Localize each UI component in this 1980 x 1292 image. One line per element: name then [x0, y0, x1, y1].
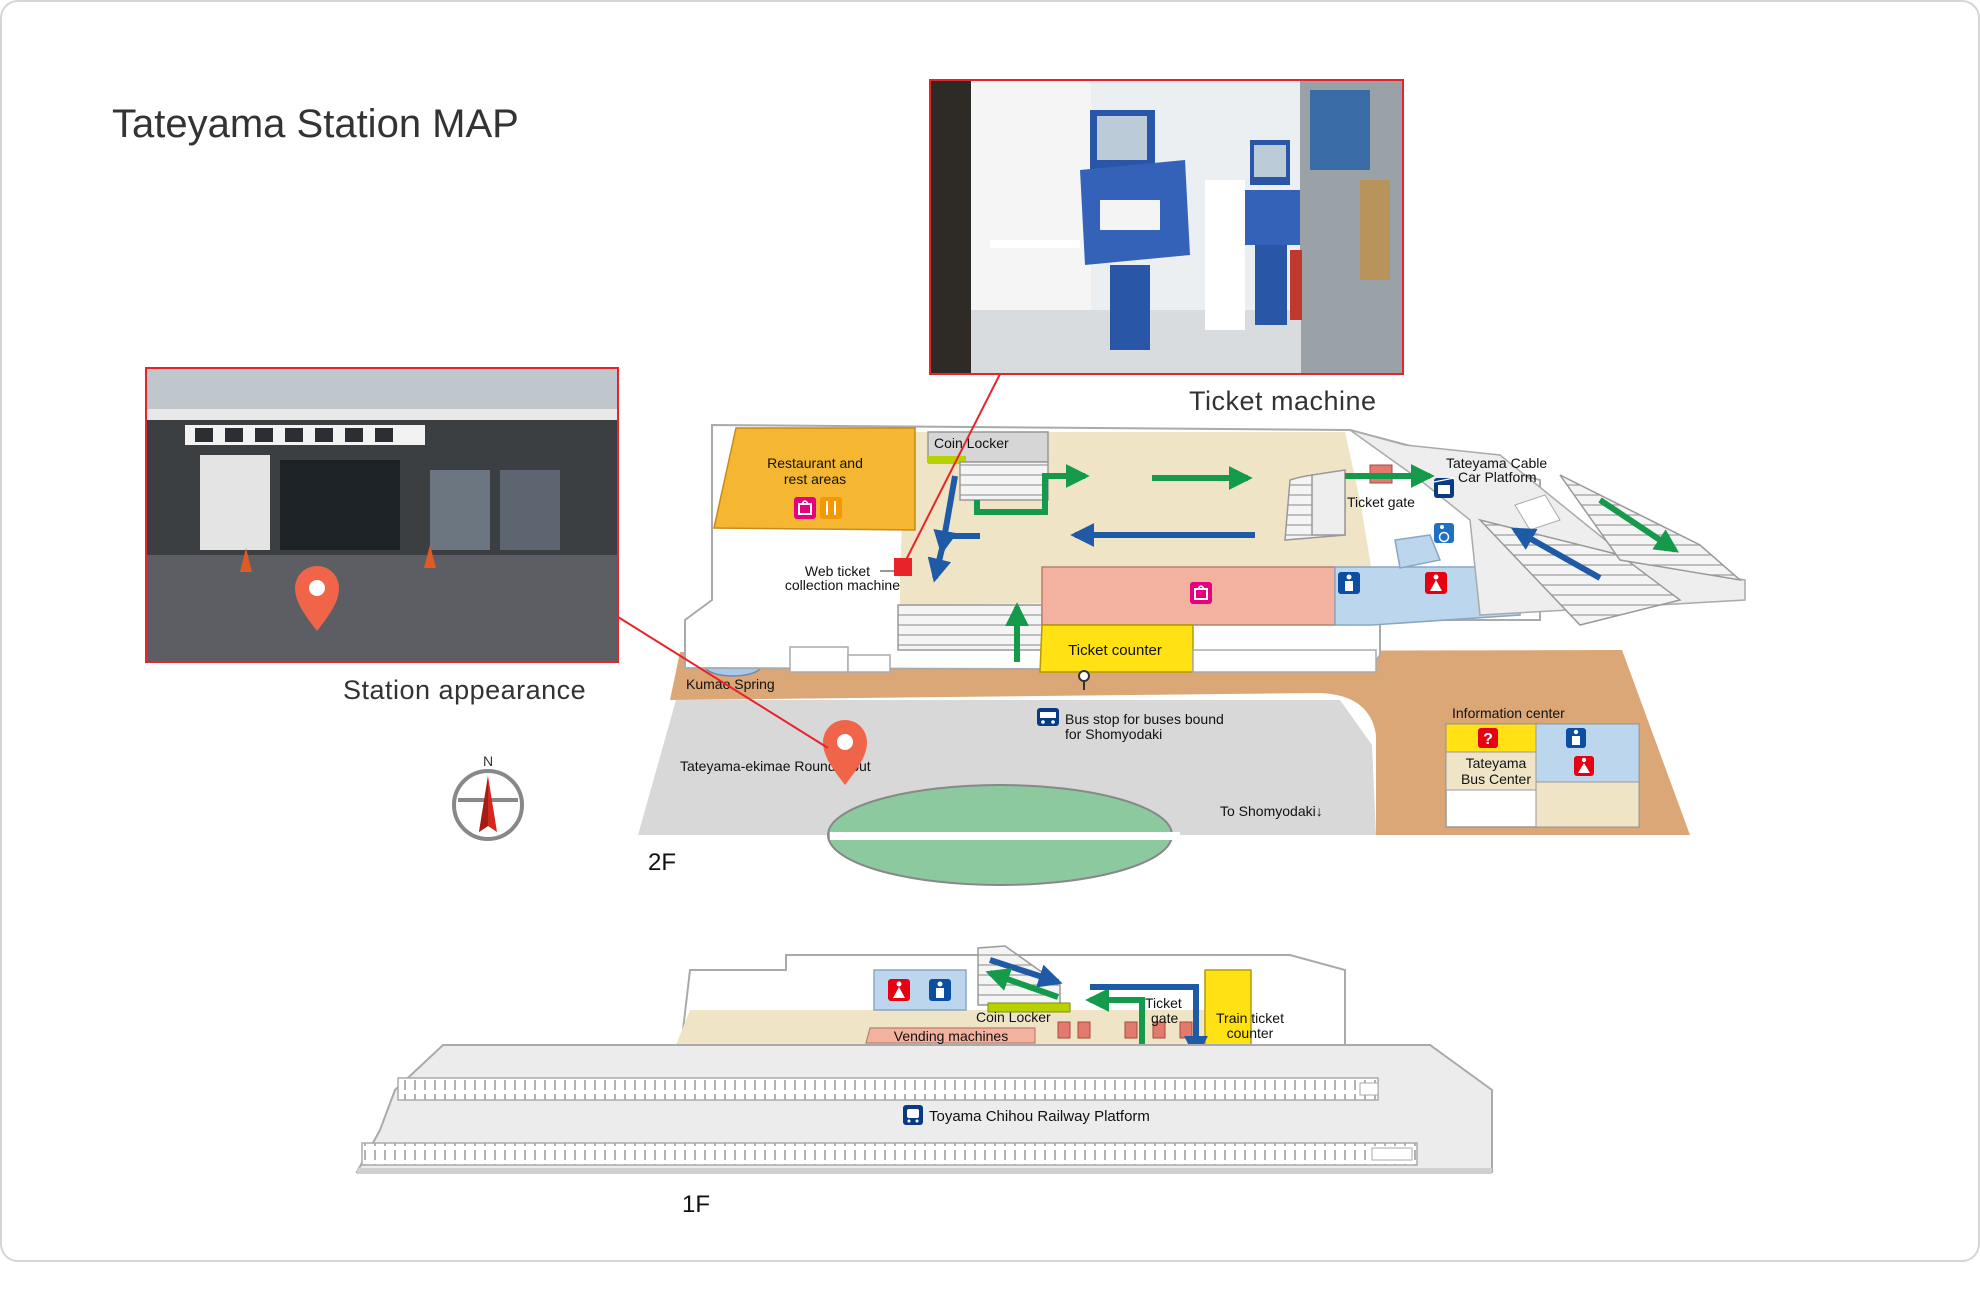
label-bus-center-1: Tateyama — [1466, 755, 1527, 771]
vending-machines — [865, 1027, 1036, 1044]
caption-ticket-machine: Ticket machine — [1189, 386, 1377, 416]
restaurant-icon — [820, 497, 842, 519]
information-icon: ? — [1478, 728, 1498, 748]
floor-label-2f: 2F — [648, 849, 676, 876]
label-coin-locker-1f: Coin Locker — [976, 1009, 1051, 1025]
route-blue-1f-stairs — [989, 957, 1063, 988]
label-vending-machines: Vending machines — [894, 1028, 1008, 1044]
toilet-men-icon — [929, 979, 951, 1001]
label-bus-stop-1: Bus stop for buses bound — [1065, 711, 1224, 727]
label-ticket-gate-1f-1: Ticket — [1145, 995, 1182, 1011]
caption-station-appearance: Station appearance — [343, 675, 587, 705]
toilet-women-icon — [888, 979, 910, 1001]
page-title: Tateyama Station MAP — [112, 102, 519, 146]
accessible-icon — [1434, 523, 1454, 543]
front-stairs-2f — [897, 604, 1043, 651]
label-ticket-gate-1f-2: gate — [1151, 1010, 1178, 1026]
label-roundabout: Tateyama-ekimae Roundabout — [680, 758, 871, 774]
location-pin-icon — [295, 566, 339, 631]
compass-north-label: N — [483, 753, 493, 769]
label-bus-center-2: Bus Center — [1461, 771, 1531, 787]
label-cable-car-1: Tateyama Cable — [1446, 455, 1547, 471]
svg-text:?: ? — [1483, 731, 1493, 748]
label-train-counter-2: counter — [1227, 1025, 1274, 1041]
route-green-loop — [974, 464, 1090, 515]
connector-station-photo — [617, 616, 829, 749]
label-restaurant-2: rest areas — [784, 471, 846, 487]
label-web-ticket-1: Web ticket — [805, 563, 870, 579]
route-green-1f-stairs — [985, 968, 1059, 1000]
label-restaurant-1: Restaurant and — [767, 455, 863, 471]
label-information-center: Information center — [1452, 705, 1565, 721]
photo-ticket-machine — [929, 79, 1404, 375]
connector-ticket-photo — [905, 373, 1001, 561]
toilet-women-icon — [1425, 572, 1447, 594]
photo-station-appearance — [145, 367, 619, 663]
ticket-gate-1f — [1057, 1021, 1193, 1039]
shop-area-2f — [1041, 566, 1336, 626]
label-to-shomyodaki: To Shomyodaki↓ — [1220, 803, 1323, 819]
ground-area — [670, 650, 1690, 835]
location-pin-icon — [823, 720, 867, 785]
route-blue-platform — [1510, 527, 1602, 581]
floor-2f: ? Restaurant and rest areas Coin Locker … — [638, 423, 1746, 886]
road-area — [638, 700, 1376, 835]
shopping-bag-icon — [1190, 582, 1212, 604]
label-railway-platform: Toyama Chihou Railway Platform — [929, 1108, 1150, 1125]
train-icon — [903, 1105, 923, 1125]
toilet-area-1f — [873, 969, 967, 1011]
coin-locker-1f — [987, 1002, 1071, 1013]
route-green-1f — [1085, 988, 1145, 1052]
floor-1f: Coin Locker Ticket gate Train ticket cou… — [355, 945, 1493, 1218]
track-lower — [361, 1142, 1418, 1166]
floor-label-1f: 1F — [682, 1191, 710, 1218]
web-ticket-marker — [894, 558, 912, 576]
label-coin-locker-2f: Coin Locker — [934, 435, 1009, 451]
route-green-platform — [1598, 497, 1679, 553]
train-ticket-counter — [1204, 969, 1252, 1046]
bus-stop-sign-icon — [1078, 670, 1090, 690]
restaurant-area — [713, 427, 916, 531]
bus-icon — [1037, 708, 1059, 726]
toilet-men-icon — [1566, 728, 1586, 748]
label-web-ticket-2: collection machine — [785, 577, 900, 593]
label-ticket-counter-2f: Ticket counter — [1068, 642, 1162, 659]
label-bus-stop-2: for Shomyodaki — [1065, 726, 1162, 742]
toilet-men-icon — [1338, 572, 1360, 594]
toilet-women-icon — [1574, 756, 1594, 776]
shopping-bag-icon — [794, 497, 816, 519]
cable-car-icon — [1433, 477, 1455, 498]
route-blue-1f — [1090, 984, 1208, 1060]
label-train-counter-1: Train ticket — [1216, 1010, 1284, 1026]
track-upper — [397, 1077, 1379, 1101]
route-blue-loop — [933, 475, 958, 555]
label-ticket-gate-2f: Ticket gate — [1347, 494, 1415, 510]
compass-icon: N — [452, 753, 524, 841]
label-cable-car-2: Car Platform — [1458, 469, 1537, 485]
label-kumao-spring: Kumao Spring — [686, 676, 775, 692]
